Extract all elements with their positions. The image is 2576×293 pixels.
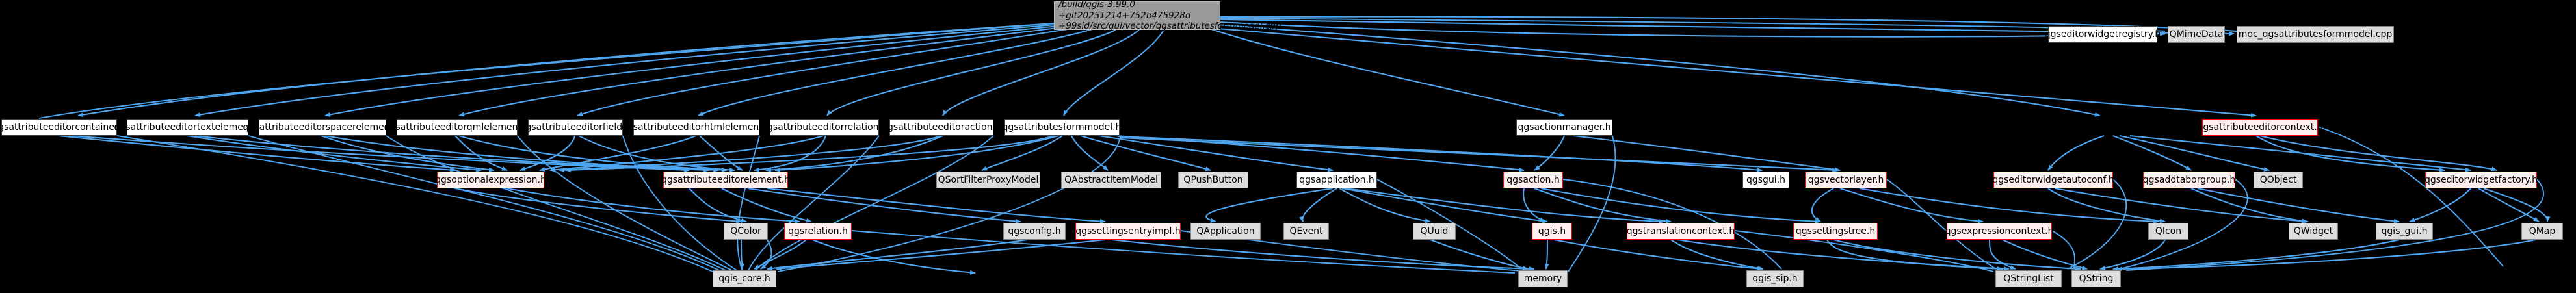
graph-node-qgsattributeeditoraction-h[interactable]: qgsattributeeditoraction.h xyxy=(882,119,1001,136)
graph-node-qgstranslationcontext-h[interactable]: qgstranslationcontext.h xyxy=(1627,223,1735,240)
graph-node-qgsaction-h[interactable]: qgsaction.h xyxy=(1503,172,1563,188)
graph-node-qapplication[interactable]: QApplication xyxy=(1190,223,1261,240)
graph-node-qgssettingsentryimpl-h[interactable]: qgssettingsentryimpl.h xyxy=(1075,223,1181,240)
node-label: qgsattributeeditorqmlelement.h xyxy=(384,122,531,133)
node-label: QMap xyxy=(2529,226,2556,236)
node-label: qgsattributeeditorcontext.h xyxy=(2197,122,2323,133)
graph-node-qsortfilterproxymodel[interactable]: QSortFilterProxyModel xyxy=(936,172,1040,188)
graph-node-qgseditorwidgetfactory-h[interactable]: qgseditorwidgetfactory.h xyxy=(2425,172,2538,188)
root-title-line-2: +git20251214+752b475928d xyxy=(1058,10,1191,21)
graph-node-qgsattributeeditorcontainer-h[interactable]: qgsattributeeditorcontainer.h xyxy=(0,119,126,136)
node-label: qgsapplication.h xyxy=(1299,175,1374,185)
graph-node-qgsconfig-h[interactable]: qgsconfig.h xyxy=(1003,223,1066,240)
graph-node-qgsattributeeditorqmlelement-h[interactable]: qgsattributeeditorqmlelement.h xyxy=(384,119,530,136)
node-label: qgsattributeeditorhtmlelement.h xyxy=(621,122,772,133)
node-label: qgsaddtaborgroup.h xyxy=(2142,175,2236,185)
node-label: QIcon xyxy=(2155,226,2182,236)
node-label: qgsattributeeditorcontainer.h xyxy=(0,122,126,133)
node-label: qgsattributeeditorspacerelement.h xyxy=(243,122,402,133)
node-label: qgsattributeeditortextelement.h xyxy=(114,122,261,133)
graph-node-qobject[interactable]: QObject xyxy=(2254,172,2303,188)
node-label: qgsattributeeditoraction.h xyxy=(882,122,1001,133)
root-title-line-3: +99sid/src/gui/vector/qgsattributesformm… xyxy=(1058,21,1281,32)
graph-node-qgsattributeeditorfield-h[interactable]: qgsattributeeditorfield.h xyxy=(520,119,631,136)
graph-node-qgsvectorlayer-h[interactable]: qgsvectorlayer.h xyxy=(1805,172,1887,188)
graph-node-qgsattributeeditorcontext-h[interactable]: qgsattributeeditorcontext.h xyxy=(2197,119,2323,136)
node-label: moc_qgsattributesformmodel.cpp xyxy=(2238,29,2393,40)
graph-node-qmap[interactable]: QMap xyxy=(2521,223,2563,240)
graph-node-qmimedata[interactable]: QMimeData xyxy=(2168,26,2225,43)
node-label: QStringList xyxy=(2003,274,2054,284)
node-label: qgsattributeeditorfield.h xyxy=(519,122,631,133)
node-label: qgsactionmanager.h xyxy=(1518,122,1611,133)
node-label: qgseditorwidgetautoconf.h xyxy=(1992,175,2114,185)
node-label: memory xyxy=(1523,274,1562,284)
node-label: QUuid xyxy=(1420,226,1449,236)
graph-node-memory[interactable]: memory xyxy=(1518,270,1568,287)
node-label: qgseditorwidgetfactory.h xyxy=(2424,175,2538,185)
graph-node-qgsexpressioncontext-h[interactable]: qgsexpressioncontext.h xyxy=(1945,223,2053,240)
graph-node-qgsattributeeditorhtmlelement-h[interactable]: qgsattributeeditorhtmlelement.h xyxy=(622,119,771,136)
node-label: QObject xyxy=(2259,175,2297,185)
node-label: qgsgui.h xyxy=(1746,175,1786,185)
graph-node-moc-qgsattributesformmodel-cpp[interactable]: moc_qgsattributesformmodel.cpp xyxy=(2237,26,2394,43)
graph-node-qgsrelation-h[interactable]: qgsrelation.h xyxy=(784,223,852,240)
graph-node-qgsactionmanager-h[interactable]: qgsactionmanager.h xyxy=(1516,119,1612,136)
node-label: QString xyxy=(2079,274,2114,284)
node-label: qgsexpressioncontext.h xyxy=(1945,226,2054,236)
node-label: qgseditorwidgetregistry.h xyxy=(2044,29,2161,40)
node-label: QSortFilterProxyModel xyxy=(938,175,1039,185)
node-label: qgsconfig.h xyxy=(1008,226,1061,236)
node-label: qgis_sip.h xyxy=(1752,274,1798,284)
node-label: qgsvectorlayer.h xyxy=(1807,175,1884,185)
node-label: qgis_gui.h xyxy=(2381,226,2428,236)
node-label: qgsaction.h xyxy=(1506,175,1560,185)
graph-node-qgis-sip-h[interactable]: qgis_sip.h xyxy=(1746,270,1804,287)
graph-node-qgsattributesformmodel-h[interactable]: qgsattributesformmodel.h xyxy=(1003,119,1122,136)
graph-node-qgis-h[interactable]: qgis.h xyxy=(1532,223,1572,240)
node-label: qgssettingsentryimpl.h xyxy=(1075,226,1181,236)
node-label: QApplication xyxy=(1196,226,1255,236)
graph-node-qpushbutton[interactable]: QPushButton xyxy=(1178,172,1248,188)
node-label: QAbstractItemModel xyxy=(1064,175,1158,185)
node-label: qgis_core.h xyxy=(718,274,770,284)
node-label: QWidget xyxy=(2293,226,2333,236)
graph-node-qgseditorwidgetregistry-h[interactable]: qgseditorwidgetregistry.h xyxy=(2045,26,2161,43)
graph-node-qgseditorwidgetautoconf-h[interactable]: qgseditorwidgetautoconf.h xyxy=(1992,172,2114,188)
graph-node-qgsapplication-h[interactable]: qgsapplication.h xyxy=(1296,172,1377,188)
graph-node-qgsgui-h[interactable]: qgsgui.h xyxy=(1742,172,1789,188)
graph-node-qgsattributeeditortextelement-h[interactable]: qgsattributeeditortextelement.h xyxy=(114,119,261,136)
graph-node-qcolor[interactable]: QColor xyxy=(724,223,768,240)
graph-node-qgis-core-h[interactable]: qgis_core.h xyxy=(713,270,776,287)
node-label: qgssettingstree.h xyxy=(1795,226,1876,236)
node-label: QColor xyxy=(730,226,761,236)
graph-node-quuid[interactable]: QUuid xyxy=(1413,223,1456,240)
node-label: qgsrelation.h xyxy=(788,226,848,236)
node-label: qgsoptionalexpression.h xyxy=(435,175,546,185)
root-title-line-1: /build/qgis-3.99.0 xyxy=(1058,0,1136,10)
node-label: QMimeData xyxy=(2169,29,2224,40)
graph-node-qgis-gui-h[interactable]: qgis_gui.h xyxy=(2376,223,2433,240)
node-label: QEvent xyxy=(1289,226,1323,236)
graph-node-qicon[interactable]: QIcon xyxy=(2148,223,2188,240)
graph-node-qgsattributeeditorelement-h[interactable]: qgsattributeeditorelement.h xyxy=(661,172,790,188)
graph-node-qgsattributeeditorspacerelement-h[interactable]: qgsattributeeditorspacerelement.h xyxy=(243,119,402,136)
node-label: qgsattributeeditorelement.h xyxy=(661,175,791,185)
graph-node-qstringlist[interactable]: QStringList xyxy=(1995,270,2062,287)
graph-node-qwidget[interactable]: QWidget xyxy=(2289,223,2338,240)
graph-node-qabstractitemmodel[interactable]: QAbstractItemModel xyxy=(1061,172,1161,188)
graph-node-root[interactable]: /build/qgis-3.99.0 +git20251214+752b4759… xyxy=(1054,0,1281,31)
graph-node-qevent[interactable]: QEvent xyxy=(1283,223,1329,240)
graph-node-qgssettingstree-h[interactable]: qgssettingstree.h xyxy=(1793,223,1878,240)
graph-node-qgsattributeeditorrelation-h[interactable]: qgsattributeeditorrelation.h xyxy=(761,119,887,136)
graph-node-qgsaddtaborgroup-h[interactable]: qgsaddtaborgroup.h xyxy=(2143,172,2235,188)
graph-node-qstring[interactable]: QString xyxy=(2071,270,2121,287)
node-label: qgsattributeeditorrelation.h xyxy=(761,122,887,133)
node-label: qgstranslationcontext.h xyxy=(1626,226,1735,236)
node-label: QPushButton xyxy=(1183,175,1243,185)
graph-node-qgsoptionalexpression-h[interactable]: qgsoptionalexpression.h xyxy=(435,172,546,188)
node-label: qgsattributesformmodel.h xyxy=(1002,122,1122,133)
node-label: qgis.h xyxy=(1538,226,1566,236)
